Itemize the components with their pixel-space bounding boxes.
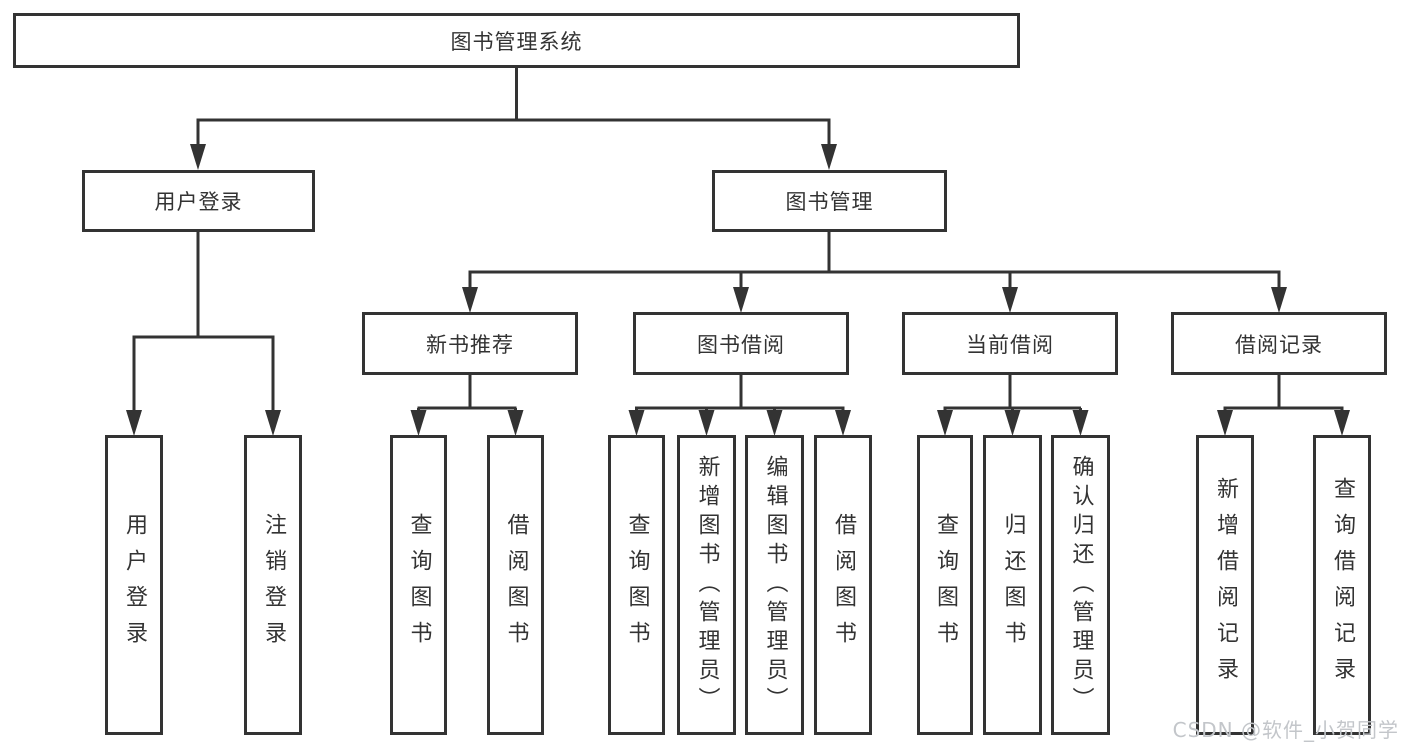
leaf-label: 借阅图书 bbox=[831, 513, 856, 657]
leaf-add-book-admin: 新增图书（管理员） bbox=[677, 435, 736, 735]
arrow-to-bookborrow bbox=[733, 287, 749, 313]
leaf-label: 查询借阅记录 bbox=[1330, 477, 1355, 693]
arrow-g4-3 bbox=[1072, 410, 1089, 436]
leaf-label: 用户登录 bbox=[122, 513, 147, 657]
arrow-g3-2 bbox=[698, 410, 715, 436]
node-label: 当前借阅 bbox=[966, 332, 1054, 357]
leaf-borrow-books: 借阅图书 bbox=[487, 435, 544, 735]
node-label: 新书推荐 bbox=[426, 332, 514, 357]
arrow-g3-4 bbox=[835, 410, 851, 436]
node-label: 用户登录 bbox=[154, 190, 243, 214]
arrow-g2-2 bbox=[507, 410, 524, 436]
arrow-to-leaf-logout bbox=[265, 410, 281, 436]
arrow-to-newbook bbox=[462, 287, 478, 313]
arrow-g3-3 bbox=[766, 410, 783, 436]
node-borrow-records: 借阅记录 bbox=[1171, 312, 1387, 375]
node-label: 借阅记录 bbox=[1235, 332, 1323, 357]
leaf-label: 归还图书 bbox=[1000, 513, 1026, 657]
leaf-label: 查询图书 bbox=[933, 513, 958, 657]
leaf-query-books-2: 查询图书 bbox=[608, 435, 665, 735]
leaf-label: 编辑图书（管理员） bbox=[762, 454, 788, 716]
leaf-query-borrow-record: 查询借阅记录 bbox=[1313, 435, 1371, 735]
arrow-to-borrowrecords bbox=[1271, 287, 1287, 313]
connector-borrow-to-leaves bbox=[635, 373, 845, 414]
connector-root-to-level2 bbox=[196, 66, 831, 147]
leaf-label: 查询图书 bbox=[406, 513, 432, 657]
leaf-query-books: 查询图书 bbox=[390, 435, 447, 735]
connector-records-to-leaves bbox=[1223, 373, 1344, 414]
arrow-g5-2 bbox=[1334, 410, 1350, 436]
leaf-confirm-return-admin: 确认归还（管理员） bbox=[1051, 435, 1110, 735]
arrow-g4-2 bbox=[1004, 410, 1021, 436]
leaf-logout: 注销登录 bbox=[244, 435, 302, 735]
leaf-add-borrow-record: 新增借阅记录 bbox=[1196, 435, 1254, 735]
leaf-edit-book-admin: 编辑图书（管理员） bbox=[745, 435, 804, 735]
node-new-book-recommend: 新书推荐 bbox=[362, 312, 578, 375]
leaf-label: 新增借阅记录 bbox=[1213, 477, 1238, 693]
arrow-g4-1 bbox=[937, 410, 953, 436]
node-current-borrow: 当前借阅 bbox=[902, 312, 1118, 375]
csdn-watermark: CSDN @软件_小贺同学 bbox=[1172, 718, 1399, 742]
connector-bookmgmt-to-level3 bbox=[468, 230, 1281, 290]
leaf-borrow-books-2: 借阅图书 bbox=[814, 435, 872, 735]
connector-newbook-to-leaves bbox=[417, 373, 517, 414]
arrowheads bbox=[126, 144, 1350, 436]
arrow-g2-1 bbox=[410, 410, 427, 436]
arrow-to-book-mgmt bbox=[821, 144, 837, 170]
node-label: 图书管理系统 bbox=[450, 29, 583, 54]
node-book-management: 图书管理 bbox=[712, 170, 947, 232]
arrow-to-leaf-user-login bbox=[126, 410, 142, 436]
leaf-label: 确认归还（管理员） bbox=[1068, 454, 1094, 716]
connector-current-to-leaves bbox=[943, 373, 1082, 414]
node-user-login: 用户登录 bbox=[82, 170, 315, 232]
leaf-user-login: 用户登录 bbox=[105, 435, 163, 735]
leaf-label: 注销登录 bbox=[261, 513, 286, 657]
leaf-return-books: 归还图书 bbox=[983, 435, 1042, 735]
leaf-query-books-3: 查询图书 bbox=[917, 435, 973, 735]
arrow-g3-1 bbox=[628, 410, 645, 436]
node-label: 图书借阅 bbox=[697, 332, 785, 357]
leaf-label: 新增图书（管理员） bbox=[694, 454, 720, 716]
leaf-label: 借阅图书 bbox=[503, 513, 529, 657]
leaf-label: 查询图书 bbox=[624, 513, 650, 657]
arrow-to-user-login bbox=[190, 144, 206, 170]
connector-userlogin-to-leaves bbox=[132, 230, 275, 412]
node-book-borrow: 图书借阅 bbox=[633, 312, 849, 375]
node-label: 图书管理 bbox=[785, 190, 874, 214]
arrow-g5-1 bbox=[1217, 410, 1233, 436]
node-library-management-system: 图书管理系统 bbox=[13, 13, 1020, 68]
arrow-to-currentborrow bbox=[1002, 287, 1018, 313]
